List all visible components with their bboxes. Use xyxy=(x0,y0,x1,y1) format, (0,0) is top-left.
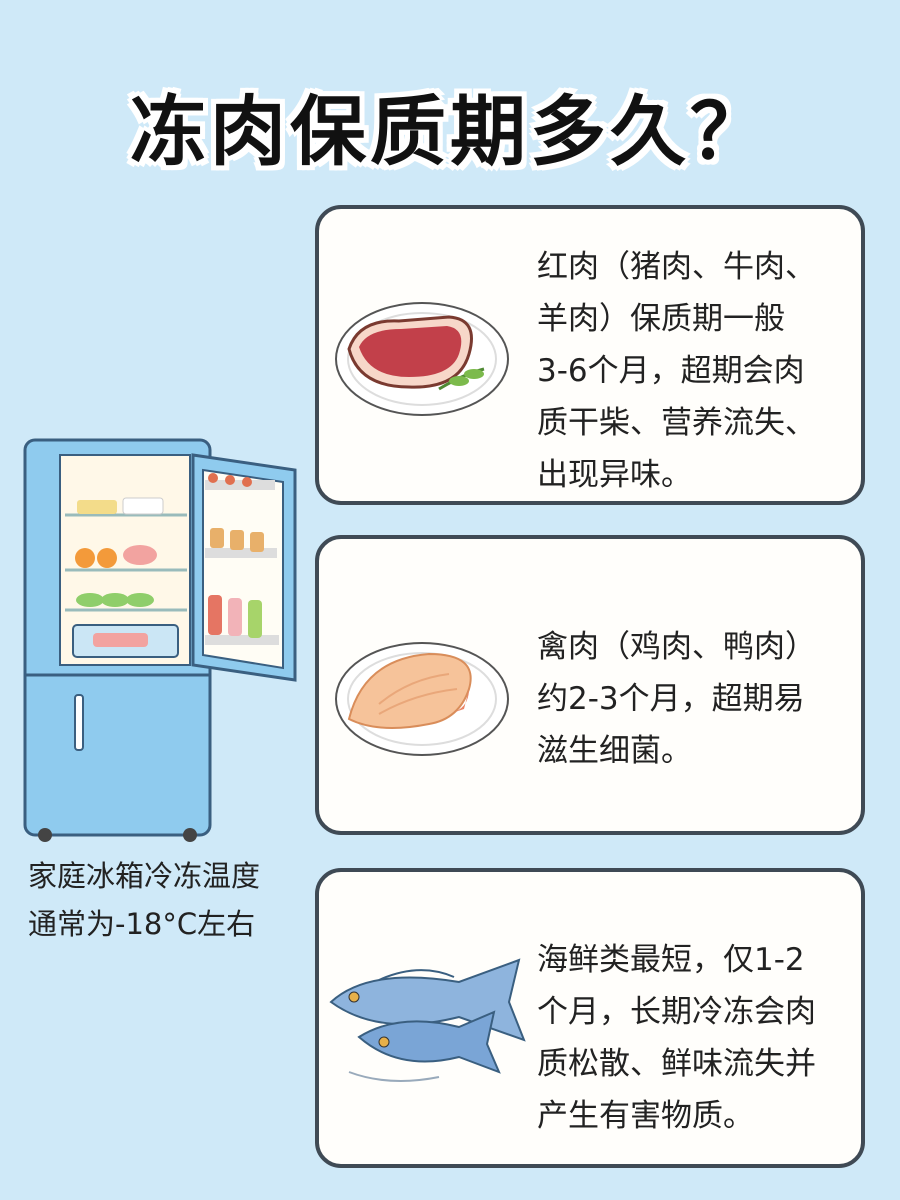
fish-icon xyxy=(329,958,526,1082)
card-poultry: 禽肉（鸡肉、鸭肉） 约2-3个月，超期易 滋生细菌。 xyxy=(315,535,865,835)
steak-icon xyxy=(335,302,509,416)
card-text-seafood: 海鲜类最短，仅1-2 个月，长期冷冻会肉 质松散、鲜味流失并 产生有害物质。 xyxy=(537,942,816,1134)
fridge-caption: 家庭冰箱冷冻温度 通常为-18°C左右 xyxy=(28,859,261,941)
card-red-meat: 红肉（猪肉、牛肉、 羊肉）保质期一般 3-6个月，超期会肉 质干柴、营养流失、 … xyxy=(315,205,865,505)
page-title: 冻肉保质期多久？ xyxy=(130,87,770,176)
card-text-poultry: 禽肉（鸡肉、鸭肉） 约2-3个月，超期易 滋生细菌。 xyxy=(537,629,816,769)
fridge-icon xyxy=(23,438,297,842)
chicken-breast-icon xyxy=(335,642,509,756)
card-seafood: 海鲜类最短，仅1-2 个月，长期冷冻会肉 质松散、鲜味流失并 产生有害物质。 xyxy=(315,868,865,1168)
card-text-red-meat: 红肉（猪肉、牛肉、 羊肉）保质期一般 3-6个月，超期会肉 质干柴、营养流失、 … xyxy=(537,249,816,493)
